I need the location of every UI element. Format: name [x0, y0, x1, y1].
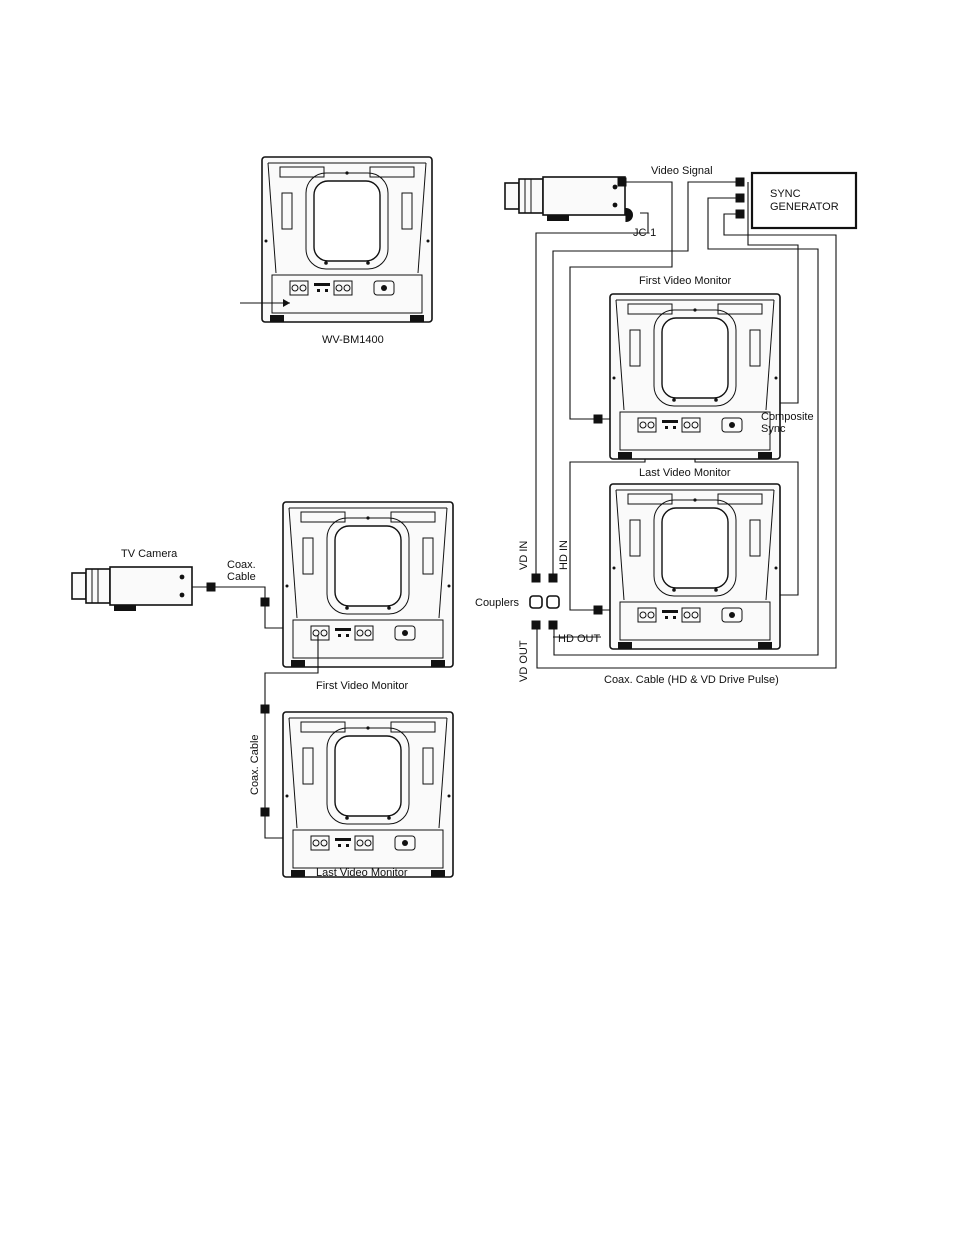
vd-out-label: VD OUT: [518, 640, 530, 682]
cable-connector: [532, 621, 541, 630]
sync-generator-label-line2: GENERATOR: [770, 201, 839, 213]
cable-connector: [594, 415, 603, 424]
video-signal-label: Video Signal: [651, 165, 713, 177]
cable-connector: [736, 194, 745, 203]
last-video-monitor: [283, 712, 453, 877]
composite-sync-label-line2: Sync: [761, 423, 786, 435]
tv-camera-icon: [72, 567, 192, 611]
tv-camera-label: TV Camera: [121, 548, 178, 560]
cable-connector: [618, 178, 627, 187]
sync-generator-label-line1: SYNC: [770, 188, 801, 200]
first-video-monitor-right: [610, 294, 780, 459]
cable-connector: [736, 210, 745, 219]
last-video-monitor-label: Last Video Monitor: [316, 867, 408, 879]
cable-connector: [261, 598, 270, 607]
cable-connector: [594, 606, 603, 615]
cable-connector: [532, 574, 541, 583]
top-monitor-figure: WV-BM1400: [240, 157, 432, 346]
composite-sync-label-line1: Composite: [761, 411, 814, 423]
cable-connector: [549, 621, 558, 630]
couplers-label: Couplers: [475, 597, 520, 609]
vertical-coax-cable-label: Coax. Cable: [249, 734, 261, 795]
cable-connector: [549, 574, 558, 583]
video-camera-icon: [505, 177, 625, 221]
first-video-monitor: [283, 502, 453, 667]
first-video-monitor-label-right: First Video Monitor: [639, 275, 731, 287]
model-label: WV-BM1400: [322, 334, 384, 346]
coax-cable-label-line2: Cable: [227, 571, 256, 583]
right-connection-figure: Video Signal JC-1 SYNC GENERATOR: [475, 165, 856, 686]
last-video-monitor-label-right: Last Video Monitor: [639, 467, 731, 479]
cable-connector: [261, 808, 270, 817]
coupler-icon: [530, 596, 559, 608]
cable-connector: [736, 178, 745, 187]
bottom-coax-cable-label: Coax. Cable (HD & VD Drive Pulse): [604, 674, 779, 686]
vd-in-label: VD IN: [518, 541, 530, 570]
cable-connector: [207, 583, 216, 592]
cable-connector: [261, 705, 270, 714]
jc1-adapter-icon: [626, 208, 633, 222]
hd-out-label: HD OUT: [558, 633, 600, 645]
last-video-monitor-right: [610, 484, 780, 649]
hd-in-label: HD IN: [558, 540, 570, 570]
first-video-monitor-label: First Video Monitor: [316, 680, 408, 692]
coax-cable-label-line1: Coax.: [227, 559, 256, 571]
monitor-rear-view: [262, 157, 432, 322]
left-connection-figure: TV Camera Coax. Cable First Video Monito…: [72, 502, 453, 879]
